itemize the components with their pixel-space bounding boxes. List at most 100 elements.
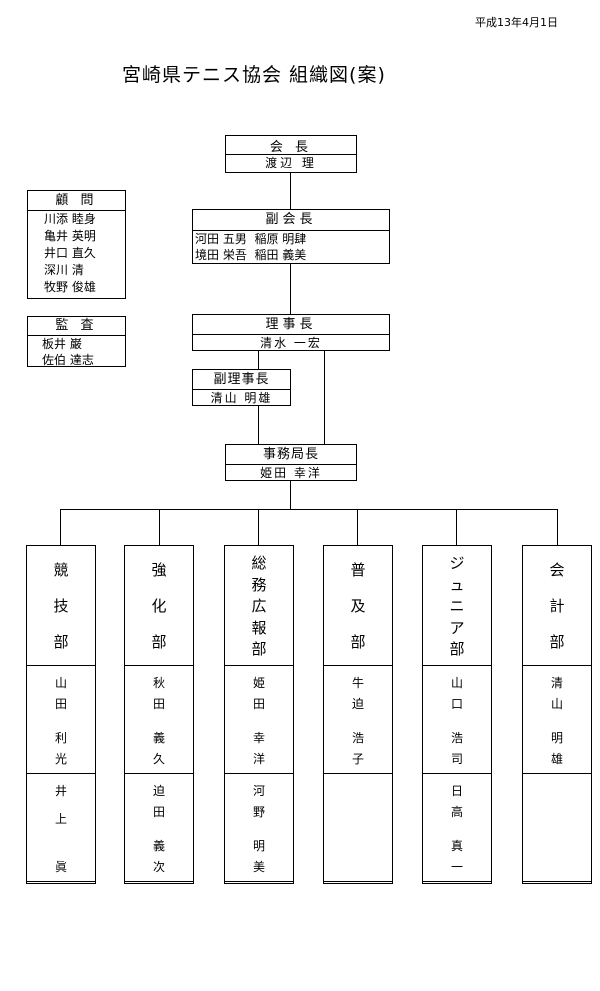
president-title: 会 長 xyxy=(226,136,356,155)
department-name-char: 及 xyxy=(350,596,366,615)
department-name-char: 部 xyxy=(251,640,267,658)
department-member-cell: 井上眞 xyxy=(27,774,95,882)
member-name-char: 上 xyxy=(54,811,67,826)
member-name-char: 山 xyxy=(550,696,563,711)
department-name-char: 普 xyxy=(350,561,366,580)
department-member-cell xyxy=(27,882,95,991)
member-name-char: 明 xyxy=(252,839,265,854)
department-name-char: ア xyxy=(449,618,465,637)
department-name-char: ニ xyxy=(449,597,465,615)
member-name-char: 田 xyxy=(252,696,265,711)
member-name-char: 洋 xyxy=(252,752,265,766)
department-member-cell xyxy=(523,774,591,882)
department-name-char: ジ xyxy=(449,554,465,572)
member-name-char: 眞 xyxy=(54,859,67,874)
connector-dept-6 xyxy=(557,509,558,545)
member-name-char: 浩 xyxy=(450,731,463,746)
vice-president-box: 副会長 河田 五男 稲原 明肆 境田 栄吾 稲田 義美 xyxy=(192,209,390,264)
department-member-cell xyxy=(324,774,392,882)
connector-chairman-vicechair xyxy=(258,351,259,369)
department-name-char: 部 xyxy=(350,632,366,651)
auditors-box: 監 査 板井 巌 佐伯 達志 xyxy=(27,316,126,367)
member-name-char: 田 xyxy=(152,696,165,711)
member-name-char: 牛 xyxy=(351,676,364,690)
president-box: 会 長 渡辺 理 xyxy=(225,135,357,173)
member-name-char: 田 xyxy=(152,804,165,819)
department-column: 競技部山田利光井上眞 xyxy=(26,545,96,884)
department-member-cell xyxy=(523,882,591,991)
member-name-char: 子 xyxy=(351,752,364,766)
connector-president-vice xyxy=(290,173,291,209)
department-member-cell xyxy=(125,882,193,991)
member-name-char: 秋 xyxy=(152,676,165,690)
department-member-cell: 牛迫浩子 xyxy=(324,666,392,774)
member-name-char: 久 xyxy=(152,752,165,766)
member-name-char: 口 xyxy=(450,696,463,711)
member-name-char: 清 xyxy=(550,676,563,690)
department-column: 会計部清山明雄 xyxy=(522,545,592,884)
auditor-1: 板井 巌 xyxy=(42,337,82,351)
connector-dept-2 xyxy=(159,509,160,545)
department-column: 総務広報部姫田幸洋河野明美 xyxy=(224,545,294,884)
member-name-char: 利 xyxy=(54,731,67,746)
connector-secretary-bus xyxy=(290,481,291,509)
department-name-char: 部 xyxy=(151,632,167,651)
member-name-char: 河 xyxy=(252,784,265,798)
member-name-char: 美 xyxy=(252,860,265,874)
department-member-cell xyxy=(225,882,293,991)
connector-vice-chairman xyxy=(290,264,291,314)
department-name: 強化部 xyxy=(125,546,193,666)
advisor-2: 亀井 英明 xyxy=(44,229,96,243)
department-member-cell: 日高真一 xyxy=(423,774,491,882)
member-name-char: 光 xyxy=(54,752,67,766)
member-name-char: 一 xyxy=(450,860,463,874)
department-name-char: ュ xyxy=(449,575,465,594)
chairman-title: 理事長 xyxy=(193,315,389,335)
member-name-char: 山 xyxy=(54,676,67,690)
advisor-4: 深川 清 xyxy=(44,263,84,277)
vice-president-row-1: 河田 五男 稲原 明肆 xyxy=(195,232,307,246)
member-name-char: 浩 xyxy=(351,731,364,746)
department-name-char: 技 xyxy=(53,596,69,615)
department-name-char: 部 xyxy=(53,632,69,651)
department-bus-line xyxy=(60,509,558,510)
vice-chairman-name: 清山 明雄 xyxy=(210,391,273,405)
member-name-char: 義 xyxy=(152,839,165,854)
member-name-char: 義 xyxy=(152,731,165,746)
department-name-char: 報 xyxy=(251,618,267,637)
secretary-general-title: 事務局長 xyxy=(226,445,356,465)
secretary-general-box: 事務局長 姫田 幸洋 xyxy=(225,444,357,481)
member-name-char: 田 xyxy=(54,696,67,711)
department-member-cell: 清山明雄 xyxy=(523,666,591,774)
advisor-5: 牧野 俊雄 xyxy=(44,280,96,294)
department-member-cell: 迫田義次 xyxy=(125,774,193,882)
connector-dept-4 xyxy=(357,509,358,545)
member-name-char: 雄 xyxy=(550,752,563,766)
member-name-char: 司 xyxy=(450,752,463,766)
member-name-char: 真 xyxy=(450,839,463,854)
member-name-char: 井 xyxy=(54,784,67,798)
member-name-char: 幸 xyxy=(252,731,265,746)
department-name: 競技部 xyxy=(27,546,95,666)
department-name-char: 務 xyxy=(251,575,267,594)
page-title: 宮崎県テニス協会 組織図(案) xyxy=(122,64,386,86)
department-member-cell: 山口浩司 xyxy=(423,666,491,774)
member-name-char: 明 xyxy=(550,731,563,746)
department-name-char: 会 xyxy=(549,561,565,580)
advisor-1: 川添 睦身 xyxy=(44,212,96,226)
vice-chairman-box: 副理事長 清山 明雄 xyxy=(192,369,291,406)
department-name: ジュニア部 xyxy=(423,546,491,666)
member-name-char: 野 xyxy=(252,804,265,819)
department-name-char: 部 xyxy=(449,640,465,658)
vice-president-title: 副会長 xyxy=(193,210,389,231)
member-name-char: 迫 xyxy=(152,784,165,798)
auditor-2: 佐伯 達志 xyxy=(42,353,94,367)
department-column: 強化部秋田義久迫田義次 xyxy=(124,545,194,884)
department-name-char: 化 xyxy=(151,596,167,615)
connector-chairman-secretary xyxy=(324,351,325,444)
date-label: 平成13年4月1日 xyxy=(475,16,558,29)
member-name-char: 次 xyxy=(152,860,165,874)
department-name-char: 総 xyxy=(251,554,267,572)
department-member-cell xyxy=(324,882,392,991)
member-name-char: 迫 xyxy=(351,696,364,711)
